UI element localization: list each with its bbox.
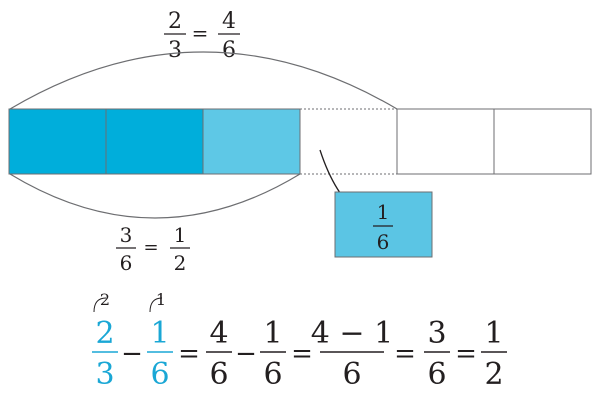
top-equals-sign: = <box>192 21 209 45</box>
top-left-denominator: 3 <box>168 38 182 63</box>
equals-sign-4: = <box>455 339 477 369</box>
term1-numerator: 2 <box>95 316 114 351</box>
equals-sign-2: = <box>291 339 313 369</box>
minus-sign-2: − <box>235 339 257 369</box>
segmented-bar <box>8 108 592 175</box>
term2-numerator: 1 <box>150 316 169 351</box>
top-right-numerator: 4 <box>222 9 236 34</box>
equation: 2 1 2 3 − 1 6 = 4 6 − 1 6 = 4 − 1 6 = 3 … <box>92 290 507 392</box>
callout-denominator: 6 <box>377 230 390 254</box>
bottom-left-numerator: 3 <box>120 223 133 247</box>
bar-segment-2 <box>105 108 204 175</box>
minus-sign-1: − <box>121 339 143 369</box>
term4-denominator: 6 <box>263 357 282 392</box>
term5-numerator: 4 − 1 <box>311 316 393 351</box>
top-label: 2 3 = 4 6 <box>164 9 240 63</box>
term3-numerator: 4 <box>209 316 228 351</box>
term6-denominator: 6 <box>427 357 446 392</box>
callout-box: 1 6 <box>334 191 433 258</box>
bar-segment-6 <box>493 108 592 175</box>
multiplier-hook-b <box>149 297 163 313</box>
bar-segment-5 <box>396 108 495 175</box>
multiplier-b: 1 <box>156 290 166 309</box>
callout-rect <box>334 191 433 258</box>
term1-denominator: 3 <box>95 357 114 392</box>
equals-sign-3: = <box>394 339 416 369</box>
term5-denominator: 6 <box>342 357 361 392</box>
term7-denominator: 2 <box>484 357 503 392</box>
callout-numerator: 1 <box>377 200 390 224</box>
term7-numerator: 1 <box>484 316 503 351</box>
top-arc <box>9 51 398 110</box>
equals-sign-1: = <box>178 339 200 369</box>
top-right-denominator: 6 <box>222 38 236 63</box>
term2-denominator: 6 <box>150 357 169 392</box>
term4-numerator: 1 <box>263 316 282 351</box>
bottom-left-denominator: 6 <box>120 251 133 275</box>
term6-numerator: 3 <box>427 316 446 351</box>
term3-denominator: 6 <box>209 357 228 392</box>
bottom-right-numerator: 1 <box>174 223 187 247</box>
bar-segment-1 <box>8 108 107 175</box>
bottom-arc <box>9 173 301 219</box>
multiplier-a: 2 <box>100 290 110 309</box>
bottom-label: 3 6 = 1 2 <box>116 223 190 275</box>
bar-segment-3 <box>202 108 301 175</box>
top-left-numerator: 2 <box>168 9 182 34</box>
bottom-equals-sign: = <box>143 237 158 258</box>
multiplier-hook-a <box>93 297 107 313</box>
bottom-right-denominator: 2 <box>174 251 187 275</box>
